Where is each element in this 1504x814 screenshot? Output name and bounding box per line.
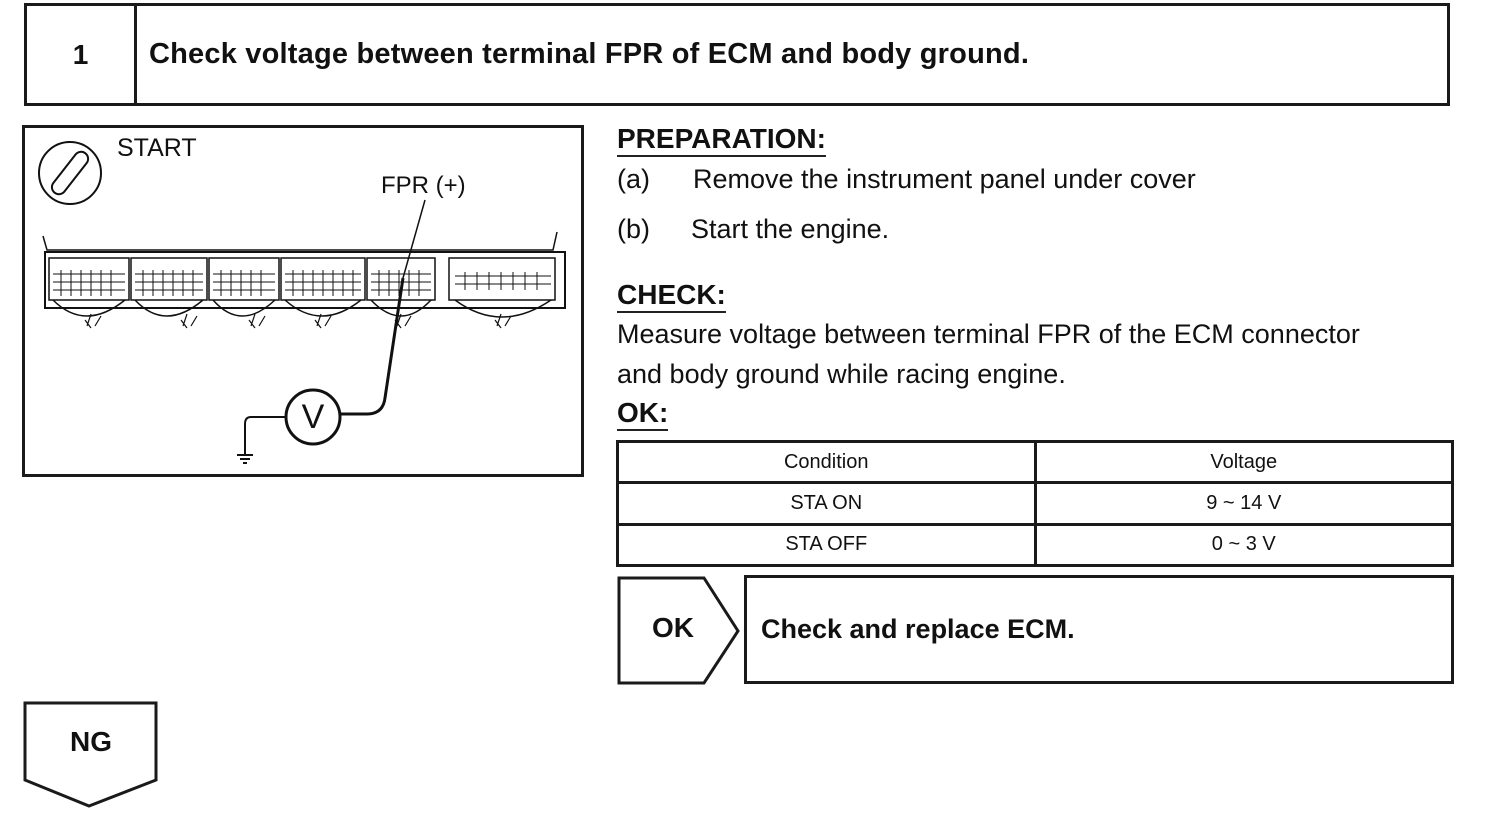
voltmeter-label: V xyxy=(301,398,325,436)
prep-item-b: (b) Start the engine. xyxy=(617,213,889,245)
check-line-1: Measure voltage between terminal FPR of … xyxy=(617,319,1360,349)
fpr-terminal-label: FPR (+) xyxy=(381,172,466,199)
ng-arrow-label: NG xyxy=(70,726,112,757)
ignition-key-icon xyxy=(38,141,102,205)
check-heading: CHECK: xyxy=(617,280,726,313)
table-header-condition: Condition xyxy=(616,439,1037,485)
ok-arrow-icon xyxy=(617,576,740,685)
ok-heading: OK: xyxy=(617,398,669,431)
table-cell: 9 ~ 14 V xyxy=(1033,481,1454,526)
table-cell: 0 ~ 3 V xyxy=(1033,522,1454,568)
ground-icon xyxy=(237,454,253,464)
table-row: STA ON 9 ~ 14 V xyxy=(616,481,1454,526)
table-cell: STA OFF xyxy=(616,522,1037,568)
ecm-connector-icon xyxy=(42,231,566,329)
preparation-heading: PREPARATION: xyxy=(617,124,826,157)
step-number: 1 xyxy=(27,6,137,103)
prep-item-letter: (a) xyxy=(617,164,650,194)
table-header-voltage: Voltage xyxy=(1033,439,1454,485)
wiring-diagram: START FPR (+) V xyxy=(22,125,584,477)
table-row: STA OFF 0 ~ 3 V xyxy=(616,522,1454,568)
start-label: START xyxy=(117,134,197,162)
voltage-spec-table: Condition Voltage STA ON 9 ~ 14 V STA OF… xyxy=(616,439,1454,568)
prep-item-text: Remove the instrument panel under cover xyxy=(693,164,1196,194)
table-header-row: Condition Voltage xyxy=(616,439,1454,485)
ok-action-text: Check and replace ECM. xyxy=(761,614,1075,644)
table-cell: STA ON xyxy=(616,481,1037,526)
prep-item-text: Start the engine. xyxy=(691,214,890,244)
check-line-2: and body ground while racing engine. xyxy=(617,359,1066,389)
prep-item-a: (a) Remove the instrument panel under cov… xyxy=(617,163,1196,195)
step-header: 1 Check voltage between terminal FPR of … xyxy=(24,3,1450,106)
ng-arrow-icon xyxy=(23,701,158,808)
ok-arrow-label: OK xyxy=(652,612,694,643)
step-title: Check voltage between terminal FPR of EC… xyxy=(149,38,1030,70)
prep-item-letter: (b) xyxy=(617,214,650,244)
ok-action-box: Check and replace ECM. xyxy=(744,575,1454,684)
